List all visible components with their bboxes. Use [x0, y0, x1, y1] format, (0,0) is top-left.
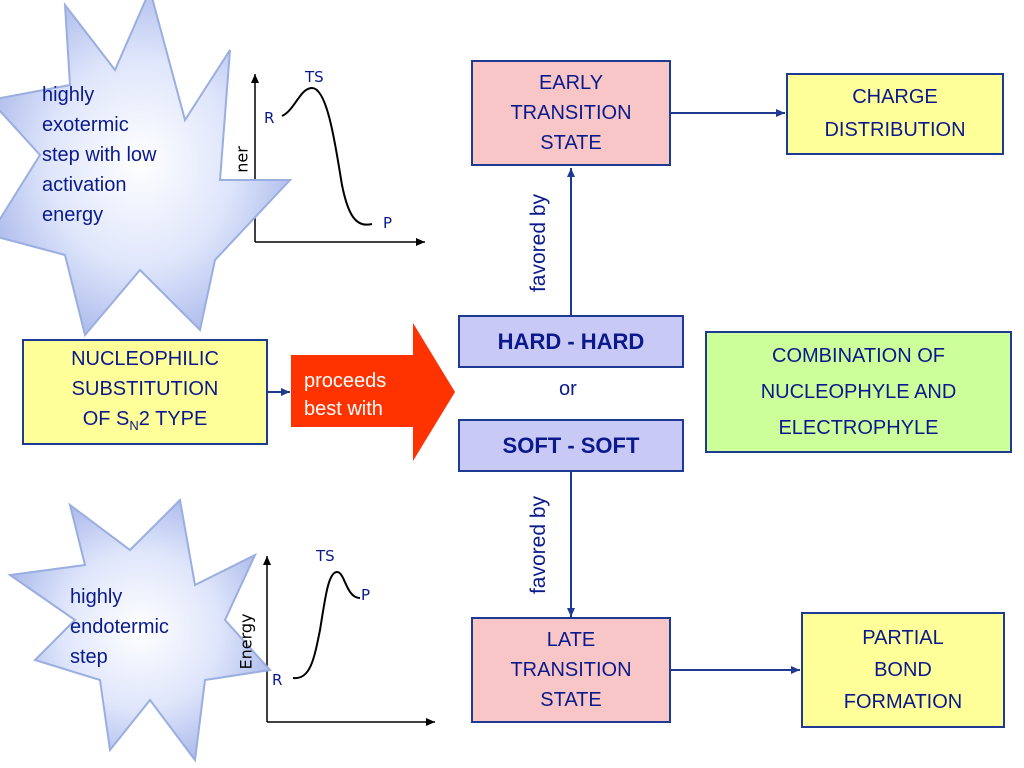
- star-bottom-text: highly endotermic step: [70, 582, 169, 672]
- r-label-bottom: R: [272, 671, 283, 689]
- r-label-top: R: [264, 109, 275, 127]
- star-bottom-line: highly: [70, 586, 123, 608]
- box-line: OF SN2 TYPE: [83, 404, 208, 441]
- nucleophilic-substitution-box: NUCLEOPHILIC SUBSTITUTION OF SN2 TYPE: [22, 339, 268, 445]
- star-top-line: step with low: [42, 144, 157, 166]
- partial-bond-formation-box: PARTIAL BOND FORMATION: [801, 612, 1005, 728]
- star-top-line: activation: [42, 174, 127, 196]
- star-top-line: highly: [42, 84, 95, 106]
- box-line: FORMATION: [843, 691, 963, 713]
- soft-soft-box: SOFT - SOFT: [458, 419, 684, 472]
- box-line: EARLY: [538, 72, 604, 94]
- favored-by-label-top: favored by: [527, 193, 550, 293]
- box-line: STATE: [540, 689, 602, 711]
- box-line: ELECTROPHYLE: [778, 417, 939, 439]
- energy-diagram-top: [251, 74, 425, 246]
- box-line: CHARGE: [852, 86, 938, 108]
- subscript-n: N: [129, 417, 139, 433]
- box-line: LATE: [546, 629, 596, 651]
- reaction-curve-bottom: [292, 570, 361, 680]
- star-top-text: highly exotermic step with low activatio…: [42, 80, 157, 230]
- box-line: BOND: [874, 659, 932, 681]
- energy-axis-label-top: ner: [232, 146, 252, 173]
- star-top-line: energy: [42, 204, 104, 226]
- box-line: NUCLEOPHYLE AND: [760, 381, 957, 403]
- arrow-text-line: best with: [304, 398, 383, 420]
- box-line: TRANSITION: [510, 102, 632, 124]
- or-label: or: [559, 378, 577, 400]
- box-line: PARTIAL: [862, 627, 944, 649]
- text-fragment: OF S: [82, 407, 130, 430]
- connectors: [268, 109, 800, 674]
- ts-label-top: TS: [305, 68, 324, 86]
- reaction-curve-top: [281, 86, 373, 226]
- star-bottom-line: step: [70, 646, 108, 668]
- energy-diagram-bottom: [263, 556, 435, 726]
- arrow-text-line: proceeds: [304, 370, 387, 392]
- combination-box: COMBINATION OF NUCLEOPHYLE AND ELECTROPH…: [705, 331, 1012, 453]
- ts-label-bottom: TS: [316, 547, 335, 565]
- p-label-top: P: [383, 214, 393, 232]
- favored-by-label-bottom: favored by: [527, 495, 550, 595]
- box-line: DISTRIBUTION: [824, 119, 966, 141]
- starburst-bottom: [7, 497, 272, 763]
- star-top-line: exotermic: [42, 114, 129, 136]
- energy-axis-label-bottom: Energy: [236, 613, 256, 670]
- starburst-top: [0, 0, 293, 338]
- text-fragment: 2 TYPE: [138, 407, 208, 430]
- proceeds-arrow: [291, 323, 455, 461]
- box-line: SUBSTITUTION: [71, 377, 219, 400]
- proceeds-best-with-label: proceeds best with: [304, 367, 386, 423]
- charge-distribution-box: CHARGE DISTRIBUTION: [786, 73, 1004, 155]
- box-line: STATE: [540, 132, 602, 154]
- box-line: TRANSITION: [510, 659, 632, 681]
- hard-hard-box: HARD - HARD: [458, 315, 684, 368]
- box-line: COMBINATION OF: [772, 345, 945, 367]
- box-line: NUCLEOPHILIC: [71, 347, 219, 370]
- p-label-bottom: P: [361, 586, 371, 604]
- early-transition-state-box: EARLY TRANSITION STATE: [471, 60, 671, 166]
- late-transition-state-box: LATE TRANSITION STATE: [471, 617, 671, 723]
- star-bottom-line: endotermic: [70, 616, 169, 638]
